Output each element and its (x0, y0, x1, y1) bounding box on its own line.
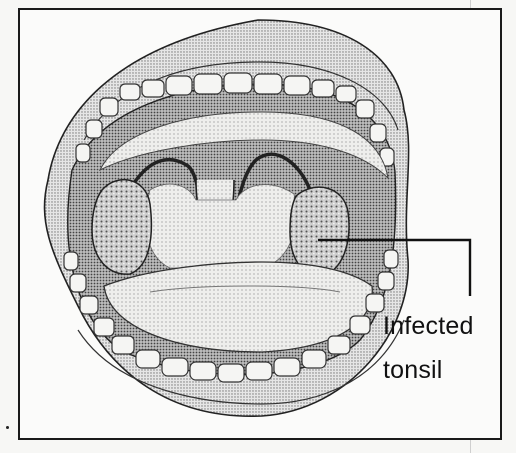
infected-tonsil-label-line1: Infected (383, 314, 474, 339)
right-tonsil (290, 187, 349, 276)
left-tonsil (92, 180, 151, 274)
stray-mark (6, 426, 9, 429)
infected-tonsil-label-line2: tonsil (383, 358, 443, 383)
